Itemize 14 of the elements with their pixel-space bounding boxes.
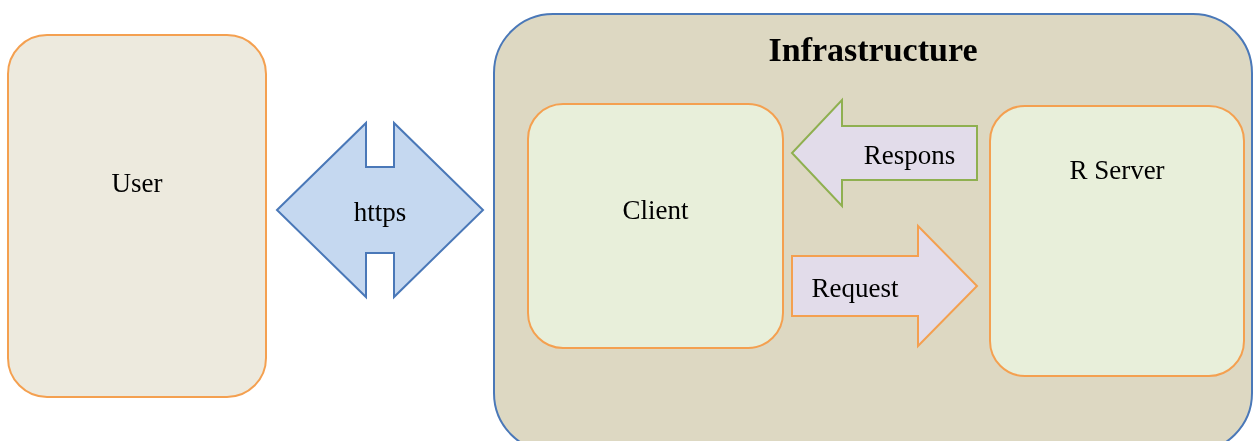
block-arrow <box>790 97 978 209</box>
node-label: Client <box>622 195 689 225</box>
block-arrow <box>791 223 979 349</box>
edge-label: https <box>353 196 407 228</box>
process-box <box>527 103 784 349</box>
node-label: User <box>111 168 163 198</box>
node-label: R Server <box>1069 155 1165 185</box>
edge-label: Respons <box>863 139 956 171</box>
process-box <box>989 105 1245 377</box>
block-arrow <box>275 120 485 300</box>
edge-label: Request <box>811 272 899 304</box>
process-box <box>7 34 267 398</box>
group-title: Infrastructure <box>768 31 978 68</box>
group-panel <box>493 13 1253 441</box>
